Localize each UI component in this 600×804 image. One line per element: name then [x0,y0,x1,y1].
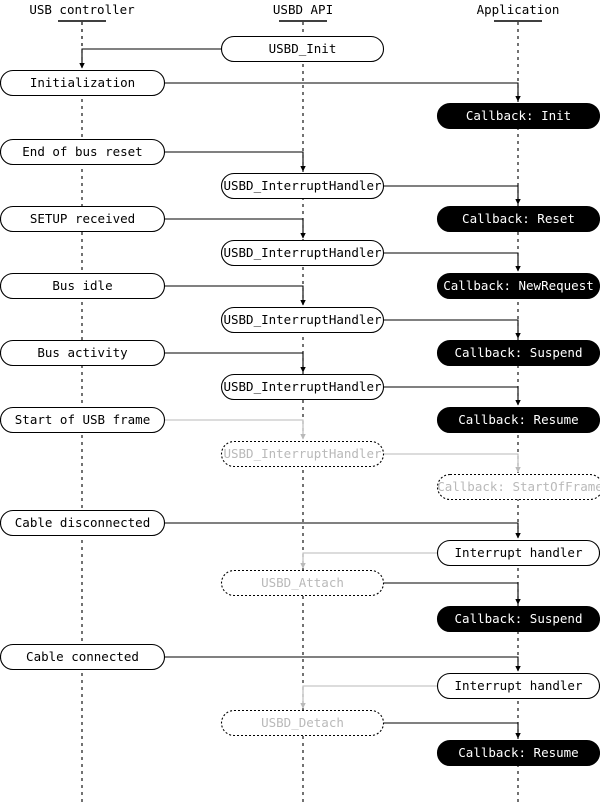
node-label-usbd-attach: USBD_Attach [261,575,344,590]
connection-usbd-attach-to-callback-suspend-2 [384,582,521,605]
node-label-usbd-init: USBD_Init [269,41,337,56]
connection-setup-received-to-interrupt-handler-2 [165,218,306,239]
node-label-interrupt-handler-2: USBD_InterruptHandler [223,245,382,260]
node-label-interrupt-handler-3: USBD_InterruptHandler [223,312,382,327]
node-label-end-of-bus-reset: End of bus reset [22,144,142,159]
connection-start-of-usb-frame-to-interrupt-handler-5 [165,419,306,440]
node-usbd-attach [220,569,385,597]
node-label-callback-startofframe: Callback: StartOfFrame [437,479,600,494]
node-start-of-usb-frame [0,406,166,434]
node-label-usbd-detach: USBD_Detach [261,715,344,730]
node-label-callback-suspend-1: Callback: Suspend [455,345,583,360]
node-label-callback-suspend-2: Callback: Suspend [455,611,583,626]
connection-bus-idle-to-interrupt-handler-3 [165,285,306,306]
node-interrupt-handler-4 [220,373,385,401]
node-label-interrupt-handler-app-2: Interrupt handler [455,678,583,693]
node-cable-connected [0,643,166,671]
connection-interrupt-handler-app-1-to-usbd-attach [300,552,437,569]
node-bus-activity [0,339,166,367]
node-label-interrupt-handler-4: USBD_InterruptHandler [223,379,382,394]
node-label-callback-init: Callback: Init [466,108,571,123]
node-initialization [0,69,166,97]
lifeline-label-usbd-api: USBD API [273,2,333,17]
connection-interrupt-handler-4-to-callback-resume-1 [384,386,521,406]
node-callback-startofframe [436,473,600,501]
node-end-of-bus-reset [0,138,166,166]
node-label-interrupt-handler-5: USBD_InterruptHandler [223,446,382,461]
node-interrupt-handler-2 [220,239,385,267]
node-bus-idle [0,272,166,300]
node-setup-received [0,205,166,233]
connection-interrupt-handler-3-to-callback-suspend-1 [384,319,521,339]
node-usbd-detach [220,709,385,737]
node-interrupt-handler-5 [220,440,385,468]
node-label-setup-received: SETUP received [30,211,135,226]
lifeline-label-application: Application [477,2,560,17]
node-label-callback-reset: Callback: Reset [462,211,575,226]
node-label-start-of-usb-frame: Start of USB frame [15,412,150,427]
connection-cable-disconnected-to-interrupt-handler-app-1 [165,522,521,539]
node-label-callback-resume-1: Callback: Resume [458,412,578,427]
connection-usbd-init-to-initialization [79,48,221,69]
node-interrupt-handler-3 [220,306,385,334]
node-label-interrupt-handler-1: USBD_InterruptHandler [223,178,382,193]
lifeline-label-usb-controller: USB controller [29,2,135,17]
node-label-cable-connected: Cable connected [26,649,139,664]
connection-bus-activity-to-interrupt-handler-4 [165,352,306,373]
node-label-initialization: Initialization [30,75,135,90]
connection-interrupt-handler-2-to-callback-newrequest [384,252,521,272]
node-label-callback-resume-2: Callback: Resume [458,745,578,760]
connection-end-of-bus-reset-to-interrupt-handler-1 [165,151,306,172]
node-interrupt-handler-1 [220,172,385,200]
node-cable-disconnected [0,509,166,537]
connection-interrupt-handler-1-to-callback-reset [384,185,521,205]
node-label-cable-disconnected: Cable disconnected [15,515,150,530]
connection-initialization-to-callback-init [165,82,521,102]
connection-usbd-detach-to-callback-resume-2 [384,722,521,739]
node-usbd-init [220,35,385,63]
connection-interrupt-handler-app-2-to-usbd-detach [300,685,437,709]
connection-cable-connected-to-interrupt-handler-app-2 [165,656,521,672]
node-label-bus-idle: Bus idle [52,278,112,293]
lifeline-headers-layer: USB controller USBD API Application [29,2,560,22]
node-label-interrupt-handler-app-1: Interrupt handler [455,545,583,560]
node-label-callback-newrequest: Callback: NewRequest [443,278,594,293]
connections-layer [79,22,521,739]
connection-interrupt-handler-5-to-callback-startofframe [384,453,521,473]
node-label-bus-activity: Bus activity [37,345,128,360]
